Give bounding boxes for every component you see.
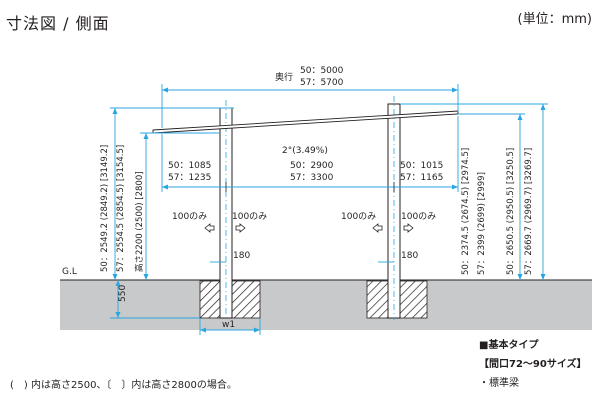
span-57: 57：3300 xyxy=(290,173,334,183)
left-total-50: 50：2549.2 (2849.2) [3149.2] xyxy=(100,145,110,272)
page-title: 寸法図 / 側面 xyxy=(6,14,110,33)
left-height: 高さ2200 (2500) [2800] xyxy=(134,171,145,272)
post-spacing-front: 180 xyxy=(233,251,250,261)
rear-height-57: 57：2399 (2699) [2999] xyxy=(477,172,487,275)
dimension-lines xyxy=(110,84,548,335)
front-overhang-50: 50：1085 xyxy=(168,161,211,171)
offset-arrows xyxy=(204,223,414,233)
depth-label: 奥行 xyxy=(275,71,293,83)
rear-total-57: 57：2669.7 (2969.7) [3269.7] xyxy=(524,148,534,275)
dimension-arrowheads xyxy=(112,87,546,333)
footnote: ( ) 内は高さ2500、〔 〕内は高さ2800の場合。 xyxy=(10,380,237,391)
depth-50: 50：5000 xyxy=(300,66,344,76)
gl-label: G.L xyxy=(62,267,77,277)
span-50: 50：2900 xyxy=(290,161,334,171)
only-100-rear-right: 100のみ xyxy=(401,211,436,222)
type-info: ■基本タイプ 【間口72～90サイズ】 ・標準梁 xyxy=(479,336,587,393)
rear-overhang-57: 57：1165 xyxy=(400,173,443,183)
ground-section xyxy=(60,280,592,330)
front-overhang-57: 57：1235 xyxy=(168,173,211,183)
post-spacing-rear: 180 xyxy=(401,251,418,261)
left-total-57: 57：2554.5 (2854.5) [3154.5] xyxy=(116,145,126,272)
roof-panel xyxy=(152,110,459,134)
size-range: 【間口72～90サイズ】 xyxy=(479,359,587,370)
embed-depth: 550 xyxy=(118,285,128,302)
rear-overhang-50: 50：1015 xyxy=(400,161,443,171)
foundation-width: w1 xyxy=(222,320,235,330)
beam-type: ・標準梁 xyxy=(479,378,519,389)
unit-label: (単位：mm) xyxy=(517,12,592,27)
rear-total-50: 50：2650.5 (2950.5) [3250.5] xyxy=(506,148,516,275)
only-100-front-left: 100のみ xyxy=(172,211,207,222)
type-title: ■基本タイプ xyxy=(479,340,539,351)
only-100-rear-left: 100のみ xyxy=(341,211,376,222)
only-100-front-right: 100のみ xyxy=(232,211,267,222)
depth-57: 57：5700 xyxy=(300,78,344,88)
rear-height-50: 50：2374.5 (2674.5) [2974.5] xyxy=(461,148,471,275)
slope-label: 2°(3.49%) xyxy=(282,146,328,156)
